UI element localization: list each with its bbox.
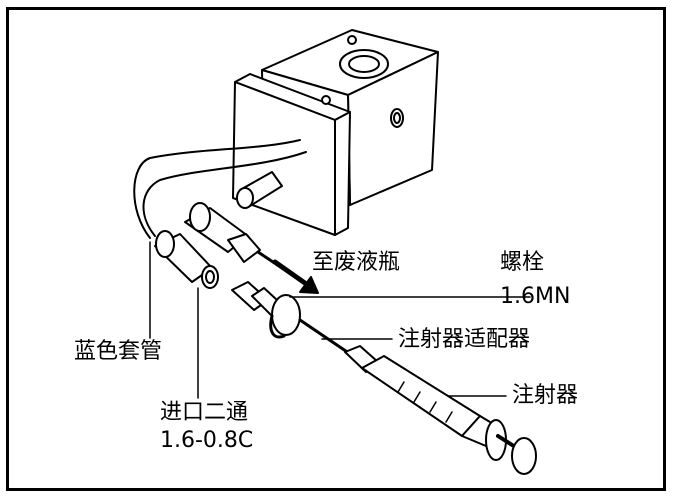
syringe (344, 345, 537, 475)
inlet-union-spec-label: 1.6-0.8C (160, 428, 254, 453)
valve-block (133, 29, 439, 239)
bolt-label: 螺栓 (500, 250, 545, 275)
bolt-fitting (231, 281, 364, 364)
waste-bottle-label: 至废液瓶 (312, 250, 401, 275)
syringe-adapter-label: 注射器适配器 (398, 327, 531, 352)
syringe-label: 注射器 (512, 383, 579, 408)
blue-tubing-label: 蓝色套管 (74, 339, 163, 364)
tubing-fittings (154, 202, 302, 289)
inlet-union-label: 进口二通 (160, 400, 249, 425)
bolt-spec-label: 1.6MN (500, 284, 571, 309)
